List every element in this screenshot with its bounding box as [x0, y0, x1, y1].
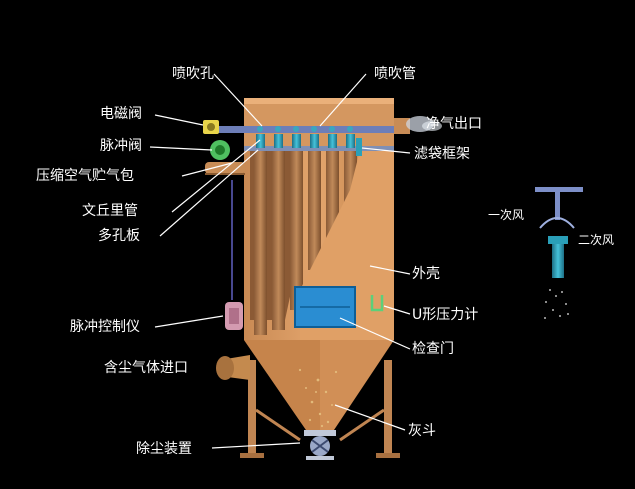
label-spray-hole: 喷吹孔 [172, 66, 214, 82]
label-venturi: 文丘里管 [82, 203, 138, 219]
leader-lines [149, 73, 411, 449]
discharge-valve-icon [304, 430, 336, 460]
dusty-gas-inlet [216, 355, 250, 380]
support-legs [240, 360, 400, 458]
label-bag-frame: 滤袋框架 [414, 146, 470, 162]
bag-frame [356, 138, 362, 156]
pulse-controller-icon [225, 302, 243, 330]
label-u-gauge: U形压力计 [412, 307, 479, 323]
label-inspection-door: 检查门 [412, 341, 454, 357]
label-perforated-plate: 多孔板 [98, 228, 140, 244]
label-ash-hopper: 灰斗 [408, 423, 436, 439]
label-spray-pipe: 喷吹管 [374, 66, 416, 82]
nozzle-icon [535, 187, 583, 319]
dust-particles [298, 368, 338, 428]
venturi-tubes [256, 134, 355, 148]
label-shell: 外壳 [412, 266, 440, 282]
solenoid-valve-icon [203, 120, 219, 134]
clean-gas-outlet [394, 116, 442, 134]
perforated-plate [244, 146, 394, 151]
label-pulse-controller: 脉冲控制仪 [70, 319, 140, 335]
label-primary-air: 一次风 [488, 208, 525, 222]
label-air-tank: 压缩空气贮气包 [36, 168, 134, 184]
label-pulse-valve: 脉冲阀 [100, 138, 142, 154]
label-dust-discharge: 除尘装置 [136, 441, 192, 457]
label-secondary-air: 二次风 [578, 233, 615, 247]
label-clean-gas-outlet: 净气出口 [426, 116, 482, 132]
label-solenoid-valve: 电磁阀 [100, 106, 142, 122]
spray-pipe [205, 126, 395, 133]
filter-bags [254, 150, 357, 335]
u-gauge [370, 295, 384, 312]
label-dusty-inlet: 含尘气体进口 [104, 360, 188, 376]
